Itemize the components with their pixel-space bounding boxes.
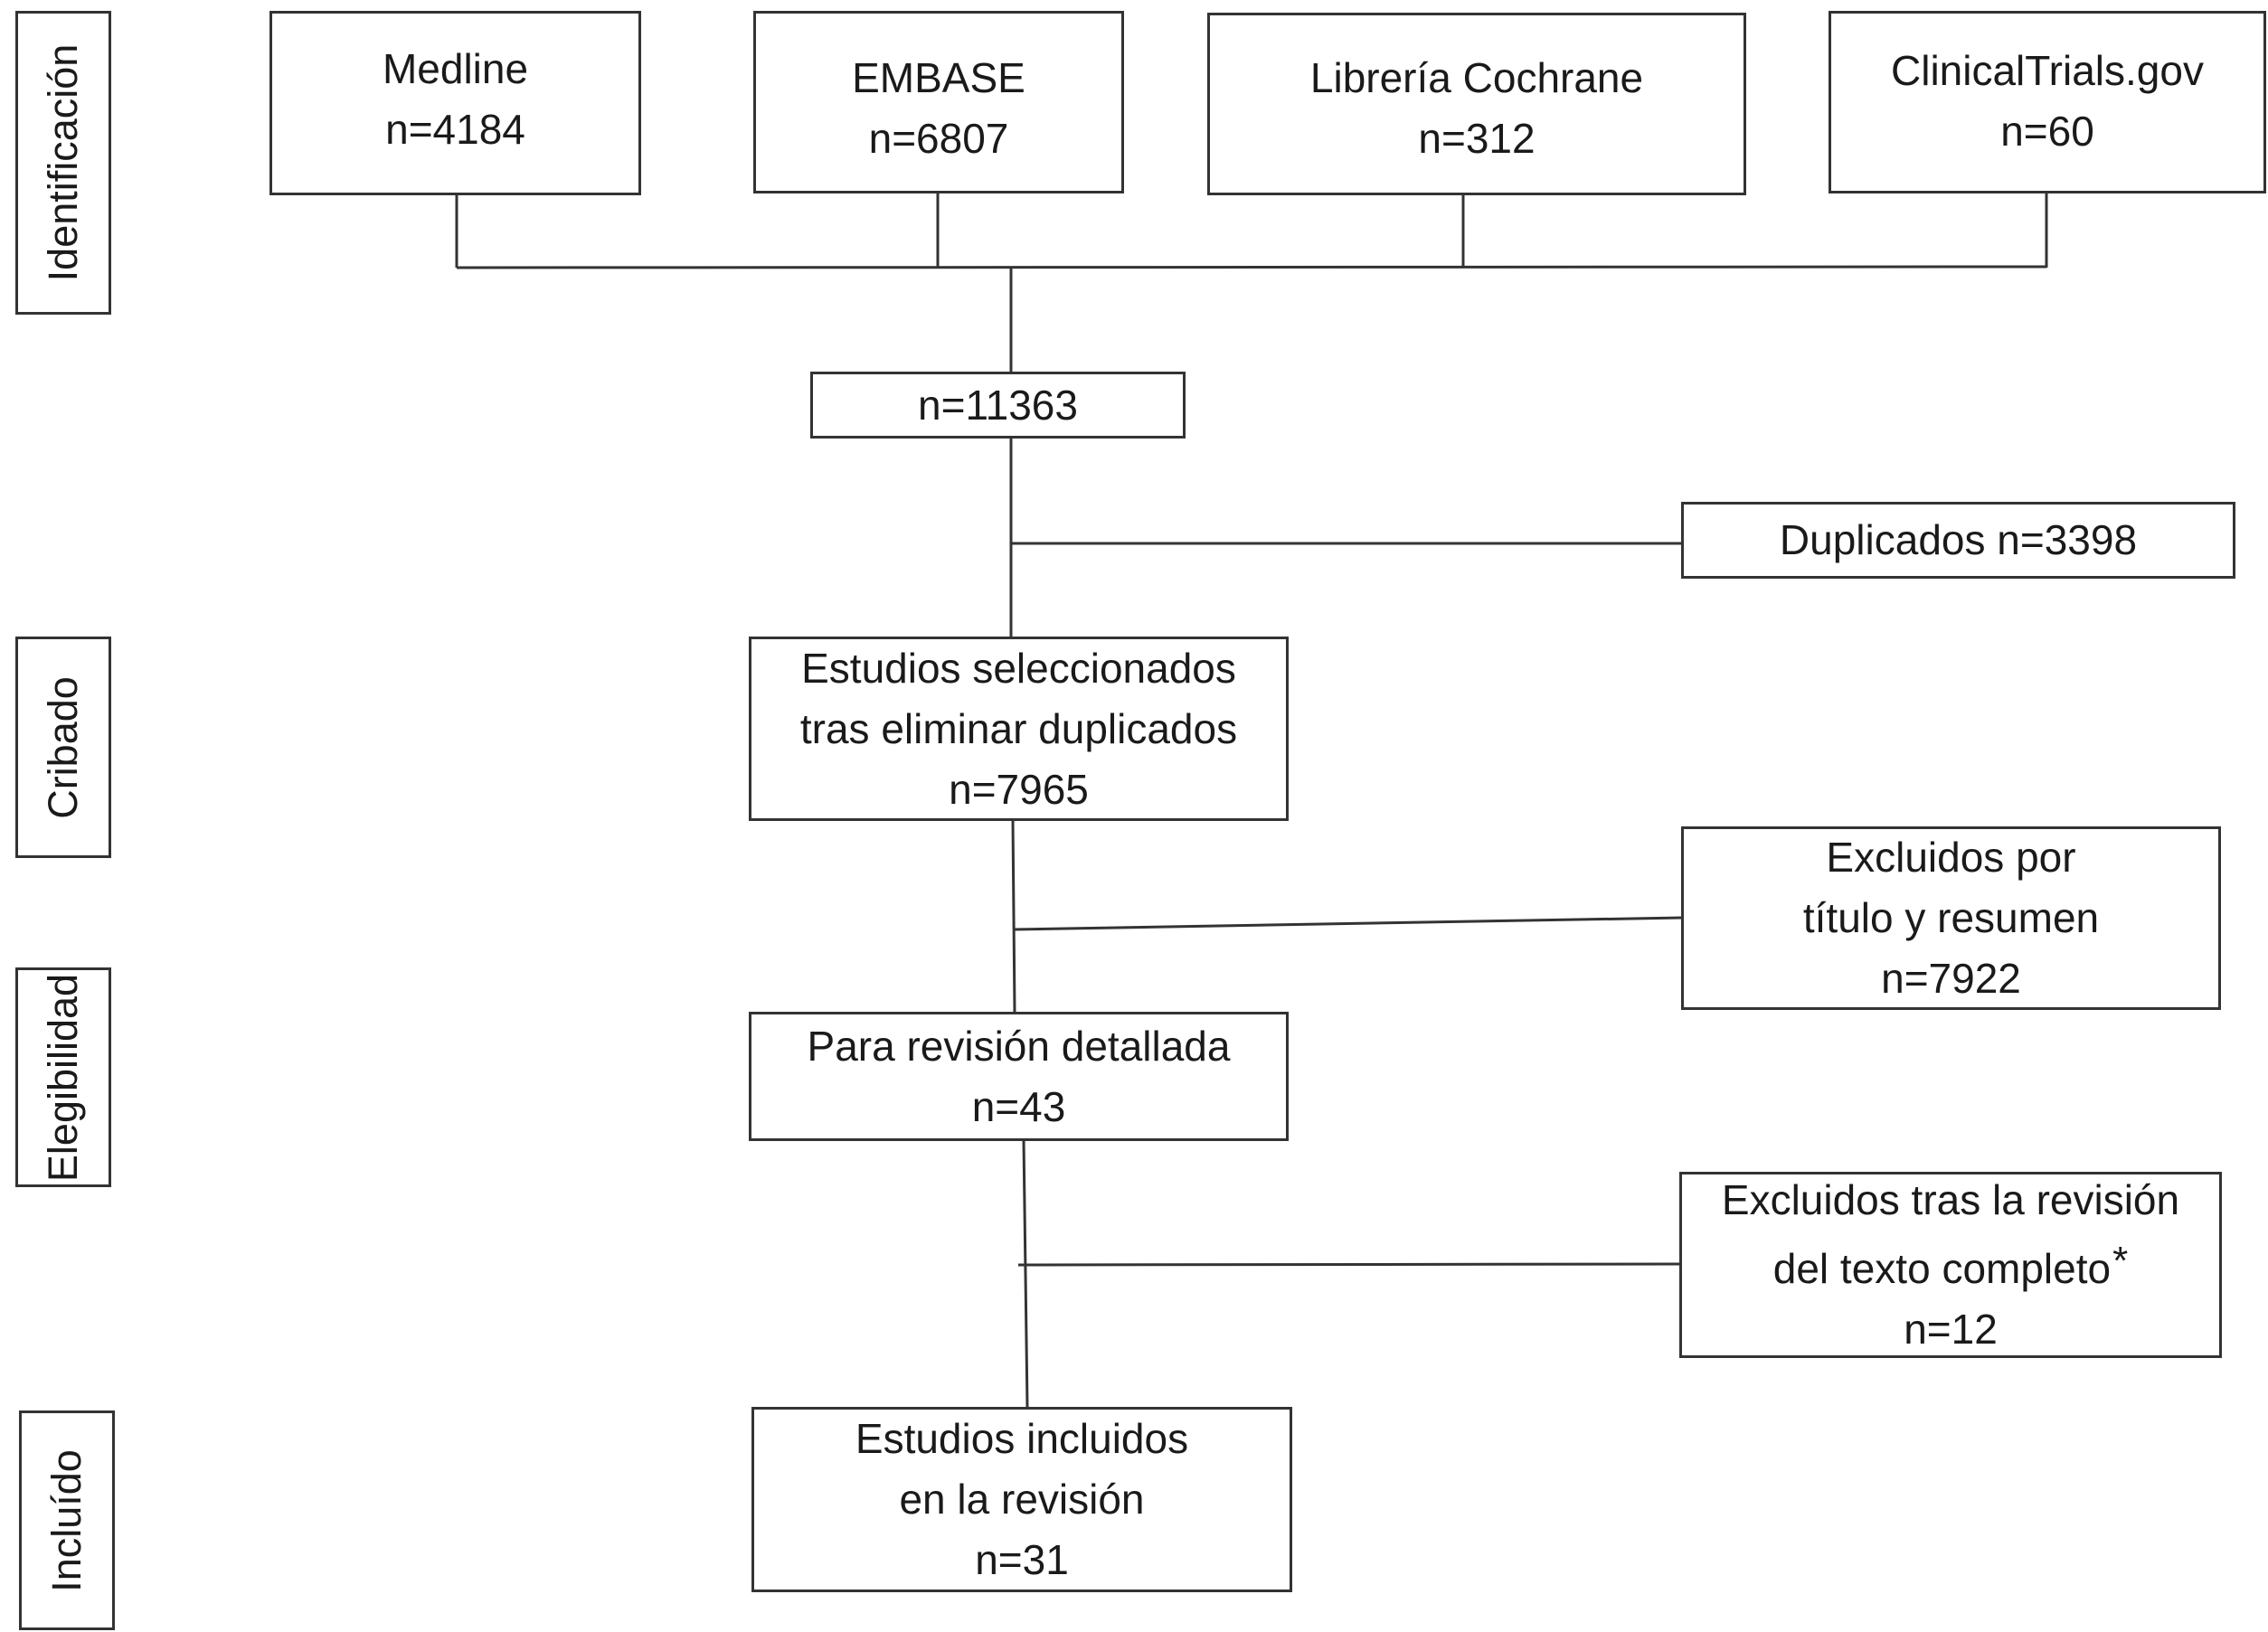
stage-label: Identificación: [40, 43, 86, 282]
duplicados-label: Duplicados n=3398: [1779, 516, 2138, 563]
excluidos-texto-line1: Excluidos tras la revisión: [1721, 1176, 2180, 1223]
source-clinicaltrials: ClinicalTrials.gov n=60: [1829, 11, 2266, 193]
stage-label: Elegibilidad: [40, 973, 86, 1182]
excluidos-titulo-line1: Excluidos por: [1826, 834, 2076, 881]
stage-label: Incluído: [43, 1448, 90, 1592]
revision-line1: Para revisión detallada: [807, 1022, 1231, 1070]
connector-excluidos-texto: [1017, 1262, 1682, 1267]
connector-seleccionados-down: [1011, 819, 1016, 1013]
seleccionados-line2: tras eliminar duplicados: [799, 704, 1238, 752]
seleccionados-count: n=7965: [949, 765, 1089, 813]
incluidos-line1: Estudios incluidos: [855, 1415, 1189, 1462]
source-name: Medline: [382, 45, 529, 92]
excluidos-titulo-line2: título y resumen: [1802, 894, 2100, 941]
connector-merge: [456, 265, 2047, 269]
connector-revision-down: [1022, 1139, 1029, 1408]
excluidos-texto-box: Excluidos tras la revisión del texto com…: [1679, 1172, 2222, 1358]
source-medline: Medline n=4184: [269, 11, 641, 195]
seleccionados-box: Estudios seleccionados tras eliminar dup…: [749, 637, 1289, 821]
duplicados-box: Duplicados n=3398: [1681, 502, 2235, 579]
source-count: n=312: [1418, 115, 1536, 162]
source-count: n=4184: [385, 106, 525, 153]
stage-cribado: Cribado: [15, 637, 111, 858]
stage-label: Cribado: [40, 675, 86, 819]
incluidos-line2: en la revisión: [899, 1476, 1145, 1523]
revision-count: n=43: [971, 1082, 1066, 1130]
seleccionados-line1: Estudios seleccionados: [801, 644, 1236, 692]
incluidos-box: Estudios incluidos en la revisión n=31: [751, 1407, 1292, 1592]
source-cochrane: Librería Cochrane n=312: [1207, 13, 1746, 195]
excluidos-texto-line2: del texto completo: [1772, 1245, 2112, 1292]
revision-box: Para revisión detallada n=43: [749, 1012, 1289, 1141]
connector-excluidos-titulo: [1013, 916, 1683, 931]
source-name: EMBASE: [852, 54, 1025, 101]
incluidos-count: n=31: [975, 1536, 1069, 1583]
source-name: ClinicalTrials.gov: [1891, 47, 2204, 94]
footnote-mark: *: [2112, 1239, 2129, 1283]
excluidos-texto-count: n=12: [1904, 1306, 1998, 1353]
stage-elegibilidad: Elegibilidad: [15, 967, 111, 1187]
stage-identificacion: Identificación: [15, 11, 111, 315]
excluidos-texto-line2-wrap: del texto completo*: [1773, 1231, 2128, 1299]
total-count: n=11363: [918, 381, 1078, 429]
source-embase: EMBASE n=6807: [753, 11, 1124, 193]
excluidos-titulo-box: Excluidos por título y resumen n=7922: [1681, 826, 2221, 1010]
source-count: n=60: [2000, 108, 2094, 155]
stage-incluido: Incluído: [19, 1410, 115, 1630]
source-name: Librería Cochrane: [1309, 54, 1644, 101]
source-count: n=6807: [868, 115, 1009, 162]
excluidos-titulo-count: n=7922: [1881, 955, 2021, 1002]
total-records-box: n=11363: [810, 372, 1186, 439]
